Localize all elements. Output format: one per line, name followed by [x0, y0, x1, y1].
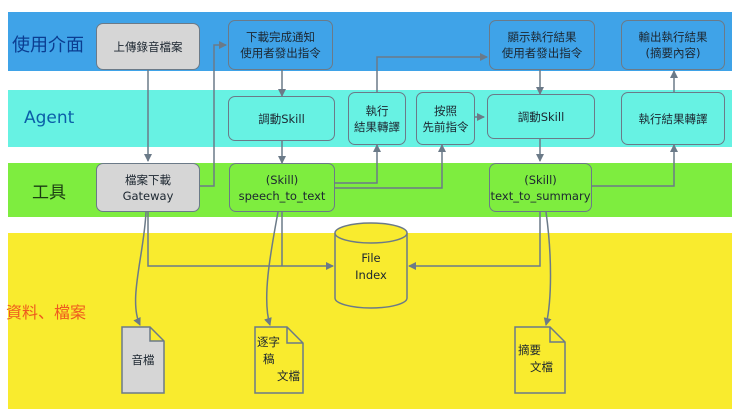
show-result-node: 顯示執行結果 使用者發出指令 [489, 20, 595, 70]
upload-recording-label: 上傳錄音檔案 [113, 39, 183, 54]
follow-instruction-line2: 先前指令 [422, 119, 469, 134]
arrow-gateway-to-notify [200, 41, 227, 187]
gateway-line2: Gateway [122, 188, 174, 203]
summary-doc-label: 摘要 文檔 [518, 343, 553, 374]
follow-instruction-line1: 按照 [434, 103, 457, 118]
t2s-line2: text_to_summary [490, 188, 591, 203]
file-index-label: File Index [335, 250, 407, 284]
show-result-line1: 顯示執行結果 [507, 30, 577, 44]
audio-file-doc [121, 326, 165, 394]
s2t-line1: (Skill) [265, 172, 299, 187]
s2t-line2: speech_to_text [238, 188, 326, 203]
follow-instruction-node: 按照 先前指令 [416, 92, 475, 145]
invoke-skill-node-2: 調動Skill [487, 94, 595, 139]
exec-result-translate-line2: 結果轉譯 [354, 119, 400, 134]
tools-lane-label: 工具 [32, 183, 66, 203]
exec-result-translate-2-label: 執行結果轉譯 [638, 111, 708, 126]
file-download-gateway-node: 檔案下載 Gateway [96, 163, 200, 212]
exec-result-translate-node: 執行 結果轉譯 [348, 92, 406, 145]
invoke-skill-node-1: 調動Skill [228, 96, 335, 141]
output-result-node: 輸出執行結果 (摘要內容) [621, 20, 725, 70]
transcript-label: 逐字 稿 文檔 [257, 335, 300, 383]
transcript-doc [254, 326, 304, 394]
gateway-line1: 檔案下載 [125, 172, 171, 187]
arrow-gateway-to-index [147, 212, 334, 270]
download-notify-line1: 下載完成通知 [246, 30, 315, 44]
upload-recording-node: 上傳錄音檔案 [96, 23, 200, 70]
text-to-summary-node: (Skill) text_to_summary [489, 163, 592, 212]
arrow-t2s-to-index [408, 212, 541, 270]
summary-doc [514, 326, 566, 394]
download-notify-line2: 使用者發出指令 [240, 46, 321, 60]
arrow-t2s-to-summary [543, 211, 552, 326]
t2s-line1: (Skill) [524, 172, 557, 187]
data-lane-label: 資料、檔案 [6, 303, 87, 322]
arrow-s2t-to-translate [335, 144, 381, 184]
ui-lane-label: 使用介面 [12, 35, 84, 56]
output-result-line1: 輸出執行結果 [638, 30, 708, 44]
arrow-translate-to-show [376, 53, 488, 92]
show-result-line2: 使用者發出指令 [501, 46, 583, 60]
file-index-line2: Index [355, 268, 387, 282]
arrow-gateway-to-audio [133, 211, 147, 326]
download-notify-node: 下載完成通知 使用者發出指令 [228, 20, 333, 70]
agent-lane [8, 90, 732, 147]
speech-to-text-node: (Skill) speech_to_text [229, 163, 335, 212]
file-index-cylinder [334, 222, 408, 309]
arrow-t2s-to-translate2 [592, 144, 678, 187]
agent-lane-label: Agent [24, 108, 75, 128]
arrow-s2t-to-transcript [264, 211, 279, 326]
arrow-s2t-to-follow [335, 144, 446, 189]
invoke-skill-2-label: 調動Skill [517, 109, 565, 124]
exec-result-translate-line1: 執行 [365, 103, 389, 118]
audio-file-label: 音檔 [131, 353, 155, 367]
exec-result-translate-node-2: 執行結果轉譯 [621, 92, 725, 145]
invoke-skill-1-label: 調動Skill [258, 111, 305, 126]
output-result-line2: (摘要內容) [645, 46, 701, 60]
file-index-line1: File [361, 251, 381, 265]
